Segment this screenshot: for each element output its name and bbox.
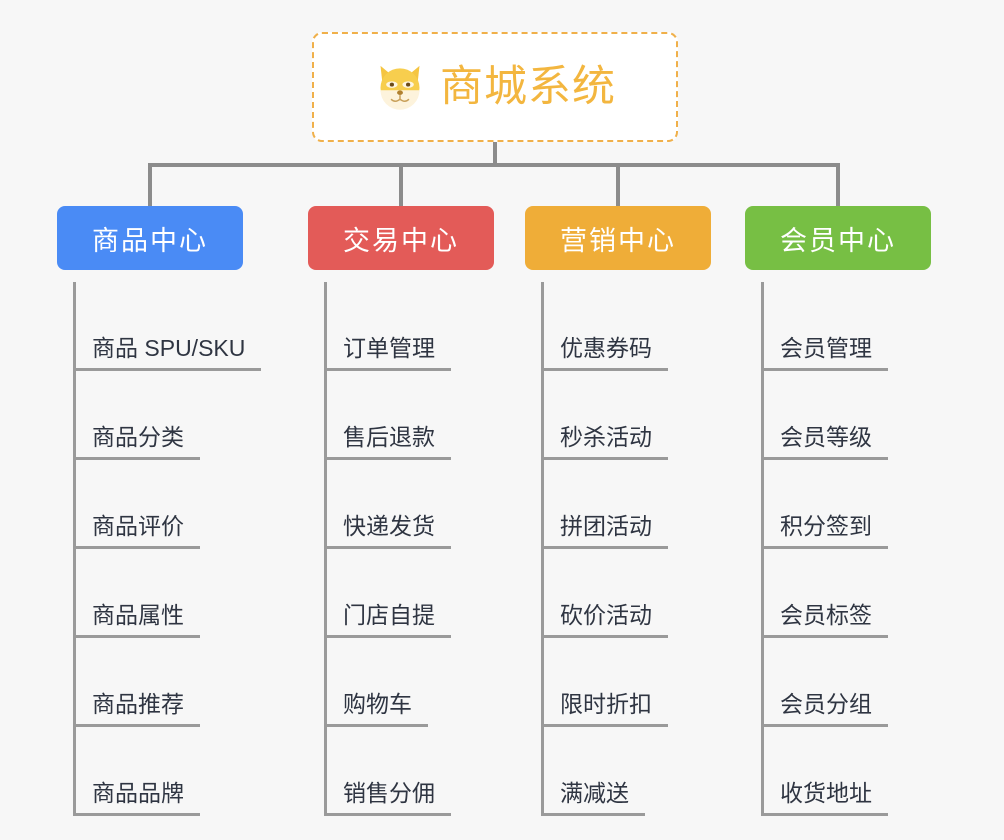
branch-member-center: 会员中心 会员管理 会员等级 积分签到 会员标签 会员分组 收货地址 [745, 206, 931, 816]
list-item-label: 商品评价 [76, 513, 200, 549]
branch-header-member-center[interactable]: 会员中心 [745, 206, 931, 270]
list-item[interactable]: 销售分佣 [327, 727, 494, 816]
branch-header-trade-center[interactable]: 交易中心 [308, 206, 494, 270]
list-item-label: 会员等级 [764, 424, 888, 460]
list-item[interactable]: 商品品牌 [76, 727, 261, 816]
branch-product-center: 商品中心 商品 SPU/SKU 商品分类 商品评价 商品属性 商品推荐 商品品牌 [57, 206, 262, 816]
list-item[interactable]: 门店自提 [327, 549, 494, 638]
list-item[interactable]: 订单管理 [327, 282, 494, 371]
branch-trade-center: 交易中心 订单管理 售后退款 快递发货 门店自提 购物车 销售分佣 [308, 206, 494, 816]
connector-drop-2 [399, 163, 403, 206]
list-item-label: 商品分类 [76, 424, 200, 460]
list-item-label: 满减送 [544, 780, 645, 816]
list-item[interactable]: 商品评价 [76, 460, 261, 549]
list-item-label: 销售分佣 [327, 780, 451, 816]
list-item-label: 售后退款 [327, 424, 451, 460]
list-item[interactable]: 购物车 [327, 638, 494, 727]
root-title: 商城系统 [440, 62, 616, 111]
list-item-label: 会员分组 [764, 691, 888, 727]
branch-header-product-center[interactable]: 商品中心 [57, 206, 243, 270]
list-item-label: 门店自提 [327, 602, 451, 638]
list-item[interactable]: 砍价活动 [544, 549, 711, 638]
list-item[interactable]: 会员管理 [764, 282, 931, 371]
branch-header-label: 会员中心 [780, 225, 896, 256]
list-item-label: 收货地址 [764, 780, 888, 816]
list-item[interactable]: 收货地址 [764, 727, 931, 816]
list-item[interactable]: 会员分组 [764, 638, 931, 727]
connector-root-stem [493, 142, 497, 165]
list-item-label: 快递发货 [327, 513, 451, 549]
list-item[interactable]: 限时折扣 [544, 638, 711, 727]
list-item-label: 会员管理 [764, 335, 888, 371]
list-item[interactable]: 商品分类 [76, 371, 261, 460]
branch-header-label: 交易中心 [343, 225, 459, 256]
list-item[interactable]: 会员标签 [764, 549, 931, 638]
connector-drop-3 [616, 163, 620, 206]
list-item[interactable]: 商品属性 [76, 549, 261, 638]
list-item-label: 优惠券码 [544, 335, 668, 371]
branch-item-list: 会员管理 会员等级 积分签到 会员标签 会员分组 收货地址 [761, 282, 931, 816]
list-item[interactable]: 售后退款 [327, 371, 494, 460]
branch-marketing-center: 营销中心 优惠券码 秒杀活动 拼团活动 砍价活动 限时折扣 满减送 [525, 206, 711, 816]
list-item[interactable]: 秒杀活动 [544, 371, 711, 460]
branch-header-label: 商品中心 [92, 225, 208, 256]
list-item-label: 商品推荐 [76, 691, 200, 727]
branch-item-list: 商品 SPU/SKU 商品分类 商品评价 商品属性 商品推荐 商品品牌 [73, 282, 262, 816]
list-item-label: 购物车 [327, 691, 428, 727]
list-item-label: 积分签到 [764, 513, 888, 549]
list-item-label: 商品 SPU/SKU [76, 335, 262, 371]
root-node[interactable]: 商城系统 [312, 32, 678, 142]
list-item[interactable]: 积分签到 [764, 460, 931, 549]
list-item-label: 砍价活动 [544, 602, 668, 638]
list-item-label: 商品品牌 [76, 780, 200, 816]
list-item-label: 会员标签 [764, 602, 888, 638]
connector-horizontal-bus [148, 163, 838, 167]
list-item[interactable]: 快递发货 [327, 460, 494, 549]
list-item-label: 拼团活动 [544, 513, 668, 549]
connector-drop-1 [148, 163, 152, 206]
shiba-dog-icon [380, 65, 420, 110]
branch-header-label: 营销中心 [560, 225, 676, 256]
list-item[interactable]: 会员等级 [764, 371, 931, 460]
list-item[interactable]: 商品推荐 [76, 638, 261, 727]
list-item[interactable]: 满减送 [544, 727, 711, 816]
branch-header-marketing-center[interactable]: 营销中心 [525, 206, 711, 270]
list-item-label: 商品属性 [76, 602, 200, 638]
list-item-label: 秒杀活动 [544, 424, 668, 460]
list-item-label: 限时折扣 [544, 691, 668, 727]
list-item-label: 订单管理 [327, 335, 451, 371]
branch-item-list: 订单管理 售后退款 快递发货 门店自提 购物车 销售分佣 [324, 282, 494, 816]
connector-drop-4 [836, 163, 840, 206]
list-item[interactable]: 拼团活动 [544, 460, 711, 549]
branch-item-list: 优惠券码 秒杀活动 拼团活动 砍价活动 限时折扣 满减送 [541, 282, 711, 816]
list-item[interactable]: 优惠券码 [544, 282, 711, 371]
list-item[interactable]: 商品 SPU/SKU [76, 282, 262, 371]
